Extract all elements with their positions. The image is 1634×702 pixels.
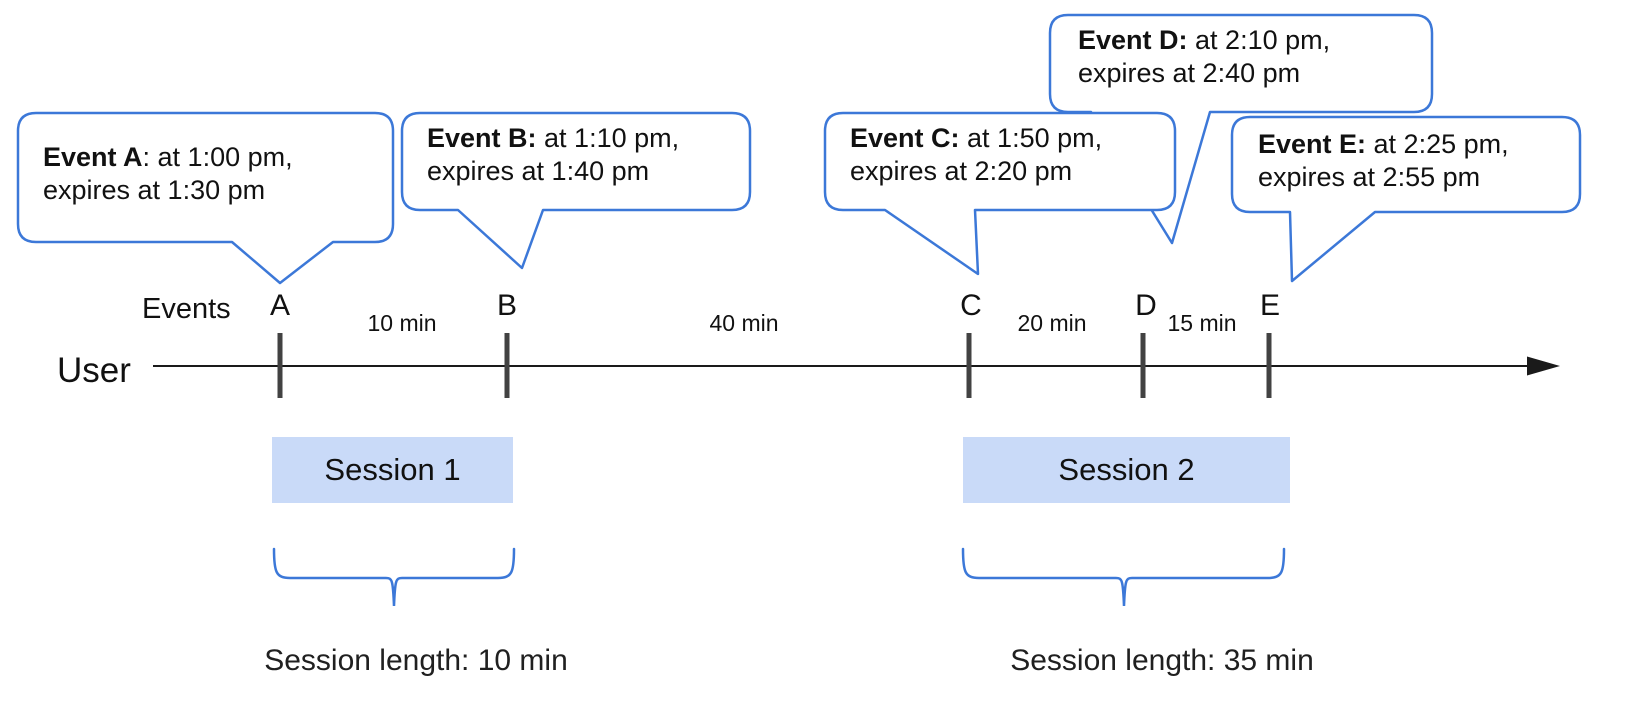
bubble-event-b-expiry: expires at 1:40 pm bbox=[427, 156, 650, 186]
session-2-length-caption: Session length: 35 min bbox=[1010, 644, 1314, 677]
bubble-event-c-shape bbox=[823, 111, 1177, 276]
bubble-event-b-title: Event B: bbox=[427, 123, 537, 153]
session-1-length-caption: Session length: 10 min bbox=[264, 644, 568, 677]
bubble-event-d-expiry: expires at 2:40 pm bbox=[1078, 58, 1301, 88]
bubble-event-c-title: Event C: bbox=[850, 123, 960, 153]
event-mark-a: A bbox=[269, 289, 291, 322]
bubble-event-c-expiry: expires at 2:20 pm bbox=[850, 156, 1073, 186]
bubble-event-b-line1: Event B: at 1:10 pm, bbox=[427, 122, 679, 155]
session-2-brace bbox=[961, 547, 1286, 607]
timeline-arrowhead bbox=[1527, 356, 1560, 376]
bubble-event-d-time: at 2:10 pm, bbox=[1187, 25, 1331, 55]
bubble-event-b-shape bbox=[400, 111, 752, 270]
bubble-event-e-time: at 2:25 pm, bbox=[1366, 129, 1509, 159]
event-mark-c: C bbox=[960, 289, 982, 322]
bubble-event-a-text: Event A: at 1:00 pm, expires at 1:30 pm bbox=[43, 141, 293, 207]
bubble-event-c-time: at 1:50 pm, bbox=[959, 123, 1103, 153]
session-1-brace bbox=[272, 547, 516, 607]
bubble-event-e-expiry: expires at 2:55 pm bbox=[1258, 162, 1481, 192]
interval-c-d: 20 min bbox=[1017, 310, 1087, 336]
events-row-label: Events bbox=[142, 293, 231, 325]
bubble-event-a-expiry: expires at 1:30 pm bbox=[43, 175, 266, 205]
bubble-event-c-line1: Event C: at 1:50 pm, bbox=[850, 122, 1102, 155]
event-mark-b: B bbox=[496, 289, 518, 322]
interval-d-e: 15 min bbox=[1167, 310, 1237, 336]
bubble-event-e-line1: Event E: at 2:25 pm, bbox=[1258, 128, 1509, 161]
event-mark-d: D bbox=[1135, 289, 1157, 322]
event-mark-e: E bbox=[1259, 289, 1281, 322]
bubble-event-e-shape bbox=[1230, 115, 1582, 283]
bubble-event-c-text: Event C: at 1:50 pm, expires at 2:20 pm bbox=[850, 122, 1102, 188]
bubble-event-a-time: : at 1:00 pm, bbox=[142, 142, 293, 172]
bubble-event-e-title: Event E: bbox=[1258, 129, 1367, 159]
interval-a-b: 10 min bbox=[367, 310, 437, 336]
bubble-event-b-time: at 1:10 pm, bbox=[536, 123, 680, 153]
session-1-box: Session 1 bbox=[272, 437, 513, 503]
user-axis-label: User bbox=[57, 351, 131, 390]
interval-b-c: 40 min bbox=[709, 310, 779, 336]
bubble-event-b-text: Event B: at 1:10 pm, expires at 1:40 pm bbox=[427, 122, 679, 188]
session-2-box: Session 2 bbox=[963, 437, 1290, 503]
bubble-event-a-title: Event A bbox=[43, 142, 143, 172]
bubble-event-a-shape bbox=[16, 111, 395, 285]
bubble-event-e-text: Event E: at 2:25 pm, expires at 2:55 pm bbox=[1258, 128, 1509, 194]
session-2-label: Session 2 bbox=[1058, 452, 1195, 487]
bubble-event-a-line1: Event A: at 1:00 pm, bbox=[43, 141, 293, 174]
bubble-event-d-title: Event D: bbox=[1078, 25, 1188, 55]
session-1-label: Session 1 bbox=[324, 452, 461, 487]
bubble-event-d-text: Event D: at 2:10 pm, expires at 2:40 pm bbox=[1078, 24, 1330, 90]
bubble-event-d-line1: Event D: at 2:10 pm, bbox=[1078, 24, 1330, 57]
